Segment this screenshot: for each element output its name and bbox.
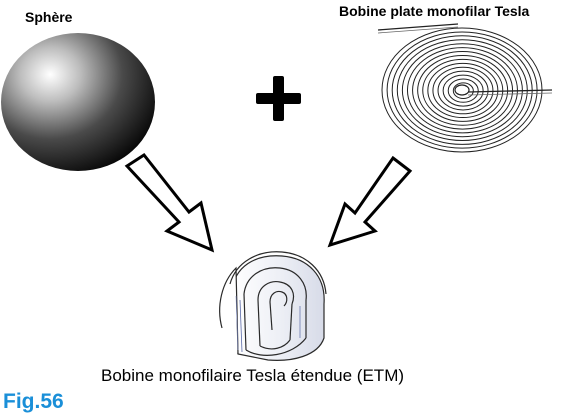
coil-turn: [422, 58, 504, 122]
coil-turn: [427, 62, 499, 119]
sphere-icon: [1, 33, 155, 171]
coil-turn: [447, 78, 479, 103]
arrow-down-left-icon: [327, 155, 413, 248]
flat-coil-label: Bobine plate monofilar Tesla: [339, 3, 530, 19]
figure-label: Fig.56: [3, 390, 64, 413]
result-label: Bobine monofilaire Tesla étendue (ETM): [101, 366, 405, 385]
coil-turn: [417, 54, 509, 126]
plus-icon: [256, 76, 301, 121]
sphere-label: Sphère: [25, 9, 73, 25]
coil-turn: [432, 66, 494, 115]
coil-turn: [437, 70, 489, 111]
flat-spiral-coil-icon: [377, 23, 553, 153]
arrow-down-right-icon: [124, 152, 215, 253]
extended-coil-icon: [219, 251, 327, 361]
coil-turn: [452, 82, 474, 99]
coil-turn: [442, 74, 484, 107]
